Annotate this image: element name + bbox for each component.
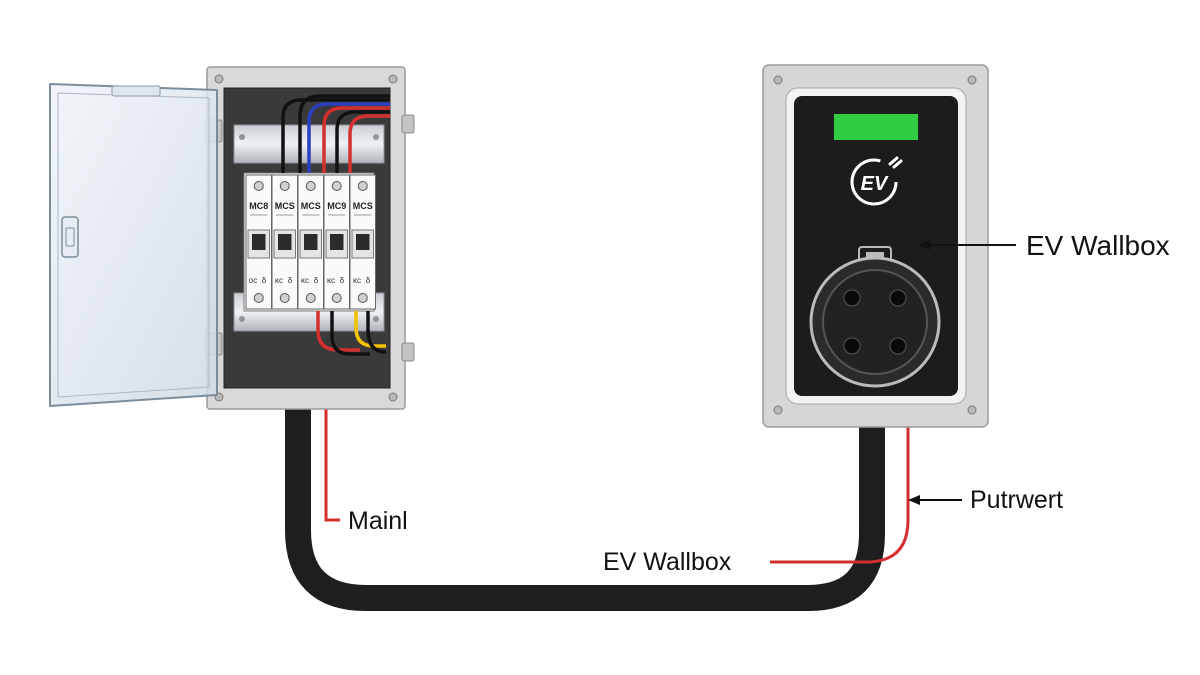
- breaker-toggle[interactable]: [304, 234, 318, 250]
- breaker-toggle[interactable]: [356, 234, 370, 250]
- terminal-screw-icon: [279, 293, 290, 303]
- breaker-label: MCS: [275, 201, 295, 211]
- breaker-label: MC8: [249, 201, 268, 211]
- cable-red-wire-right: [770, 342, 910, 564]
- breaker-rating-left: κc: [327, 276, 335, 285]
- terminal-screw-icon: [253, 293, 264, 303]
- callout-ev-wallbox-middle: EV Wallbox: [603, 548, 732, 576]
- main-cable: [285, 297, 885, 611]
- callout-wallbox: EV Wallbox: [918, 230, 1170, 261]
- breaker-rating-left: κc: [301, 276, 309, 285]
- terminal-screw-icon: [357, 181, 368, 191]
- ev-logo-text: EV: [861, 173, 889, 195]
- charging-socket[interactable]: [809, 246, 941, 388]
- breaker-rating-right: δ: [262, 276, 267, 285]
- panel-wires-bottom: [316, 311, 387, 356]
- wallbox-screws: [773, 75, 977, 415]
- label-ev-wallbox-right: EV Wallbox: [1026, 230, 1170, 261]
- breaker-label: MC9: [327, 201, 346, 211]
- terminal-screw-icon: [305, 181, 316, 191]
- label-main: Mainl: [348, 507, 408, 535]
- breaker-rating-right: δ: [314, 276, 319, 285]
- breaker-toggle[interactable]: [330, 234, 344, 250]
- panel-wires-top: [281, 94, 390, 173]
- terminal-screw-icon: [279, 181, 290, 191]
- terminal-screw-icon: [305, 293, 316, 303]
- label-putrwert: Putrwert: [970, 486, 1063, 514]
- door-top-clip: [111, 85, 161, 97]
- terminal-screw-icon: [357, 293, 368, 303]
- breaker-rating-left: oc: [249, 276, 257, 285]
- breaker-rating-left: κc: [353, 276, 361, 285]
- ev-wallbox: EV: [762, 64, 989, 428]
- terminal-screw-icon: [331, 181, 342, 191]
- breaker-label: MCS: [353, 201, 373, 211]
- callout-main: Mainl: [348, 507, 408, 535]
- door-latch-icon: [61, 216, 79, 258]
- ev-logo-icon: EV: [850, 156, 903, 206]
- breaker-rating-right: δ: [288, 276, 293, 285]
- breaker-label: MCS: [301, 201, 321, 211]
- breaker-rating-left: κc: [275, 276, 283, 285]
- terminal-screw-icon: [331, 293, 342, 303]
- label-ev-wallbox-middle: EV Wallbox: [603, 548, 732, 576]
- callout-putrwert: Putrwert: [908, 486, 1063, 514]
- terminal-screw-icon: [253, 181, 264, 191]
- breaker-toggle[interactable]: [252, 234, 266, 250]
- breaker-toggle[interactable]: [278, 234, 292, 250]
- panel-door: [49, 83, 218, 407]
- breaker-rating-right: δ: [340, 276, 345, 285]
- status-led: [834, 114, 918, 140]
- breaker-rating-right: δ: [366, 276, 371, 285]
